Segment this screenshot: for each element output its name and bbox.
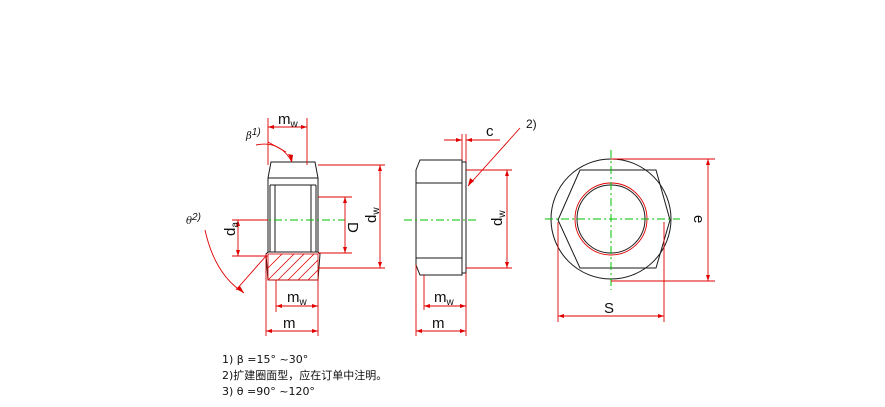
- label-beta: β1): [245, 127, 261, 142]
- right-view: e S: [545, 150, 715, 322]
- label-m-mid: m: [432, 315, 445, 332]
- middle-view-dimensions: [415, 127, 521, 336]
- label-theta: θ2): [186, 212, 201, 227]
- footnotes: 1) β =15° ~30° 2)扩建圈面型，应在订单中注明。 3) θ =90…: [222, 352, 387, 400]
- left-view-arrowheads: [236, 125, 382, 333]
- label-c: c: [486, 123, 494, 140]
- label-mw-top: mw: [278, 111, 299, 130]
- middle-view-outline: [415, 159, 467, 276]
- middle-view: c 2) dw mw m: [404, 117, 537, 336]
- left-view-outline: [265, 161, 321, 281]
- label-D: D: [344, 222, 361, 233]
- label-mw-bottom-left: mw: [287, 289, 308, 308]
- right-view-dimensions: [557, 158, 715, 322]
- right-view-centerlines: [545, 150, 680, 290]
- right-view-arrowheads: [558, 159, 710, 318]
- footnote-1: 1) β =15° ~30°: [222, 353, 309, 366]
- left-view-hatch: [267, 253, 319, 281]
- label-S: S: [604, 300, 614, 317]
- left-view-dimensions: [204, 118, 385, 336]
- label-m-left: m: [283, 315, 296, 332]
- middle-view-arrowheads: [416, 138, 509, 333]
- label-note-ref: 2): [526, 117, 537, 131]
- footnote-3: 3) θ =90° ~120°: [222, 385, 315, 398]
- label-da: da: [222, 222, 241, 236]
- label-dw-left: dw: [363, 207, 382, 223]
- label-mw-bottom-mid: mw: [434, 289, 455, 308]
- left-view: mw β1) θ2) da D dw mw m: [186, 111, 385, 336]
- label-dw-mid: dw: [489, 210, 508, 226]
- label-e: e: [690, 215, 707, 223]
- footnote-2: 2)扩建圈面型，应在订单中注明。: [222, 369, 388, 382]
